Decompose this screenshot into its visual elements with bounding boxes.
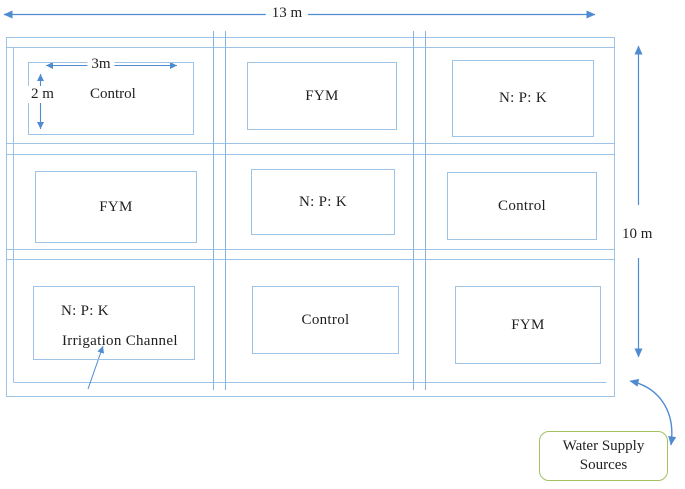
plot-label: Control [301,311,350,328]
plot-label: FYM [99,198,133,215]
irrigation-channel-pointer-arrow [87,345,104,390]
plot-label: FYM [511,316,545,333]
plot-label: N: P: K [61,303,109,319]
plot-label: N: P: K [299,193,347,210]
plot-label: N: P: K [499,90,547,106]
field-outer-border [6,37,615,397]
plot-r2c1-fym: FYM [35,171,197,243]
irrigation-channel-label: Irrigation Channel [62,333,178,349]
water-supply-arrow [629,378,677,446]
plot-r1c2-fym: FYM [247,62,397,130]
plot-r1c3-npk: N: P: K [452,60,594,137]
water-supply-label: Water Supply Sources [562,438,645,473]
plot-height-dimension-label: 2 m [28,86,57,103]
plot-r3c3-fym: FYM [455,286,601,364]
plot-label: Control [90,86,136,102]
plot-r3c1-npk: N: P: K Irrigation Channel [33,286,195,360]
top-dimension-label: 13 m [265,5,309,22]
plot-r3c2-control: Control [252,286,399,354]
water-supply-box: Water Supply Sources [539,431,668,481]
right-dimension-label: 10 m [616,226,659,243]
plot-label: FYM [305,87,339,104]
plot-label: Control [498,197,546,214]
field-grid-lines [6,31,615,397]
plot-r2c2-npk: N: P: K [251,169,395,235]
plot-r2c3-control: Control [447,172,597,240]
plot-width-dimension-label: 3m [87,57,115,72]
